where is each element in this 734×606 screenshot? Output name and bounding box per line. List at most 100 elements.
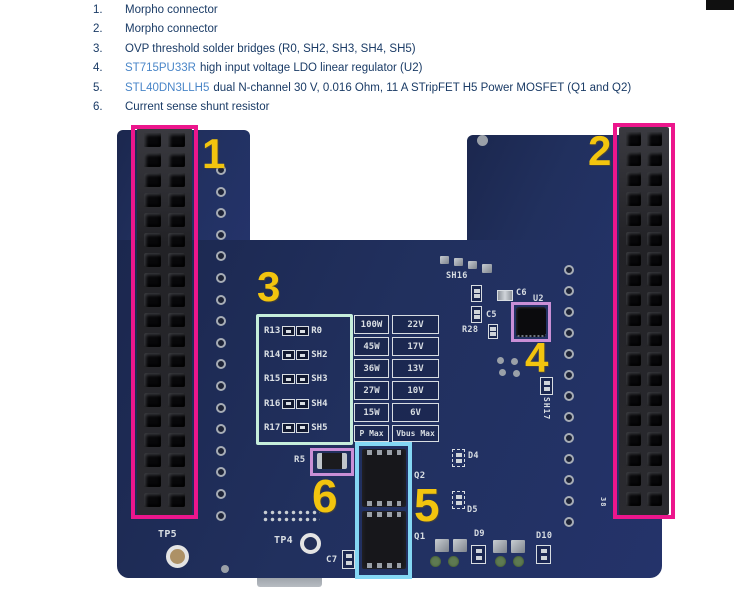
silkscreen-q1: Q1 xyxy=(414,532,426,542)
pin-hole xyxy=(647,372,662,386)
via-cluster xyxy=(262,509,320,523)
connector-2-highlight-box xyxy=(613,123,675,519)
pin-row xyxy=(137,173,192,187)
pin-hole xyxy=(144,213,161,227)
silkscreen-c5: C5 xyxy=(486,310,497,320)
pin-hole xyxy=(168,193,185,207)
green-via xyxy=(448,556,459,567)
pin-hole xyxy=(144,473,161,487)
silkscreen-sh16: SH16 xyxy=(446,271,468,281)
capacitor-c6 xyxy=(497,290,513,301)
pin-hole xyxy=(626,132,641,146)
pin-hole xyxy=(168,453,185,467)
pin-row xyxy=(619,392,669,406)
through-hole-pad xyxy=(564,496,574,506)
silkscreen-d10: D10 xyxy=(536,531,553,541)
pin-hole xyxy=(626,472,641,486)
pin-row xyxy=(137,453,192,467)
pin-row xyxy=(619,132,669,146)
pin-row xyxy=(619,492,669,506)
pin-row xyxy=(619,312,669,326)
through-hole-pad xyxy=(564,517,574,527)
through-hole-pad xyxy=(564,391,574,401)
through-hole-pad xyxy=(564,328,574,338)
pin-row xyxy=(619,472,669,486)
pin-hole xyxy=(168,273,185,287)
component-legend: 1. Morpho connector 2. Morpho connector … xyxy=(93,3,723,119)
legend-number: 1. xyxy=(93,4,103,16)
shunt-highlight-box xyxy=(310,448,354,476)
pin-hole xyxy=(168,433,185,447)
solder-pad xyxy=(440,256,449,264)
through-hole-pad xyxy=(216,186,226,197)
through-hole-pad xyxy=(216,445,226,456)
pin-hole xyxy=(626,232,641,246)
pin-row xyxy=(137,193,192,207)
pin-row xyxy=(619,412,669,426)
legend-text: Morpho connector xyxy=(125,23,218,36)
silkscreen-tp4: TP4 xyxy=(274,535,293,546)
pin-hole xyxy=(626,412,641,426)
pin-hole xyxy=(647,332,662,346)
connector-1-highlight-box xyxy=(131,125,198,519)
pin-hole xyxy=(168,373,185,387)
pin-hole xyxy=(647,452,662,466)
pin-row xyxy=(619,432,669,446)
through-hole-pad xyxy=(216,467,226,478)
solder-pad xyxy=(482,264,492,273)
legend-item-3: 3. OVP threshold solder bridges (R0, SH2… xyxy=(93,42,723,61)
pin-hole xyxy=(647,412,662,426)
through-hole-pad xyxy=(216,251,226,262)
callout-6: 6 xyxy=(312,470,338,522)
diode-d4-outline xyxy=(452,449,465,467)
through-hole-pad xyxy=(216,402,226,413)
pin-hole xyxy=(144,333,161,347)
pin-hole xyxy=(144,353,161,367)
pin-hole xyxy=(626,492,641,506)
pin-hole xyxy=(168,393,185,407)
pin-hole xyxy=(647,472,662,486)
pin-row xyxy=(619,192,669,206)
callout-2: 2 xyxy=(588,127,612,174)
pin-row xyxy=(137,353,192,367)
silkscreen-r28: R28 xyxy=(462,325,479,335)
pin-row xyxy=(619,152,669,166)
pin-hole xyxy=(626,252,641,266)
solder-pad xyxy=(468,261,477,269)
pin-row xyxy=(137,253,192,267)
legend-item-2: 2. Morpho connector xyxy=(93,22,723,41)
pin-hole xyxy=(647,252,662,266)
pin-hole xyxy=(168,153,185,167)
pin-row xyxy=(137,313,192,327)
solder-pad xyxy=(454,258,463,266)
legend-text: Morpho connector xyxy=(125,4,218,16)
silkscreen-q2: Q2 xyxy=(414,471,426,481)
mosfet-q2 xyxy=(362,449,406,507)
pin-hole xyxy=(647,192,662,206)
pin-hole xyxy=(144,313,161,327)
legend-number: 6. xyxy=(93,100,103,113)
pin-row xyxy=(137,473,192,487)
shunt-resistor xyxy=(317,453,347,469)
diode-d10 xyxy=(536,545,551,564)
part-number-link[interactable]: ST715PU33R xyxy=(125,62,196,75)
pin-hole xyxy=(144,173,161,187)
pin-row xyxy=(619,252,669,266)
silkscreen-d4: D4 xyxy=(468,451,479,461)
legend-item-1: 1. Morpho connector xyxy=(93,3,723,22)
silkscreen-d5: D5 xyxy=(467,505,478,515)
green-via xyxy=(495,556,506,567)
pin-row xyxy=(137,273,192,287)
table-cell: 13V xyxy=(392,359,439,378)
led-component xyxy=(453,539,467,552)
part-number-link[interactable]: STL40DN3LLH5 xyxy=(125,81,210,94)
legend-text: OVP threshold solder bridges (R0, SH2, S… xyxy=(125,42,416,55)
mosfet-q1 xyxy=(362,511,406,569)
pin-hole xyxy=(626,452,641,466)
pin-hole xyxy=(647,172,662,186)
pin-hole xyxy=(144,253,161,267)
table-cell: 45W xyxy=(354,337,389,356)
